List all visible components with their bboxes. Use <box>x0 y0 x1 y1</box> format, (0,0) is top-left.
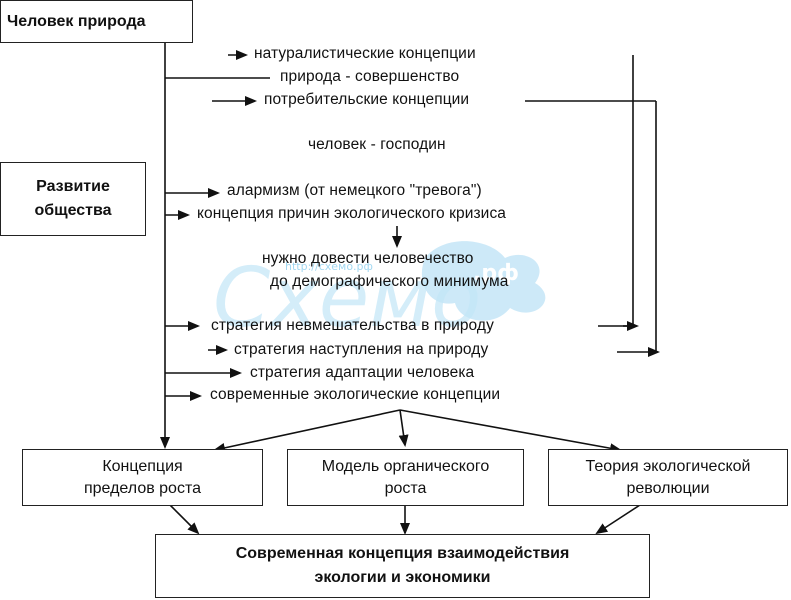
label-crisis-causes: концепция причин экологического кризиса <box>197 205 507 222</box>
box-limits-line1: Концепция <box>102 457 183 475</box>
box-organic-line2: роста <box>384 479 427 497</box>
label-perfection: природа - совершенство <box>280 68 460 85</box>
box-modern-line2: экологии и экономики <box>314 569 491 586</box>
watermark-url: http://схемо.рф <box>285 260 373 273</box>
box-limits-line2: пределов роста <box>83 479 201 497</box>
box-society-line1: Развитие <box>36 178 110 195</box>
label-consumer: потребительские концепции <box>264 91 470 108</box>
box-ecological-revolution: Теория экологической революции <box>548 449 788 506</box>
box-limits-of-growth: Концепция пределов роста <box>22 449 263 506</box>
box-organic-line1: Модель органического <box>321 457 490 475</box>
label-demographic-line2: до демографического минимума <box>270 273 509 290</box>
label-adaptation: стратегия адаптации человека <box>250 364 475 381</box>
label-modern-concepts: современные экологические концепции <box>210 386 501 403</box>
box-society-line2: общества <box>34 202 112 219</box>
label-naturalistic: натуралистические концепции <box>254 45 476 62</box>
label-master: человек - господин <box>308 136 446 153</box>
box-revolution-line2: революции <box>626 479 710 497</box>
box-human-nature: Человек природа <box>0 0 193 43</box>
svg-text:Схемо: Схемо <box>213 251 481 346</box>
watermark-logo: Схемо .рф <box>213 241 546 346</box>
box-modern-interaction-concept: Современная концепция взаимодействия эко… <box>155 534 650 598</box>
label-non-interference: стратегия невмешательства в природу <box>211 317 494 334</box>
label-alarmism: алармизм (от немецкого "тревога") <box>227 182 482 199</box>
label-offensive: стратегия наступления на природу <box>234 341 489 358</box>
svg-text:.рф: .рф <box>473 261 519 286</box>
label-demographic-line1: нужно довести человечество <box>262 250 474 267</box>
box-revolution-line1: Теория экологической <box>585 457 751 475</box>
box-modern-line1: Современная концепция взаимодействия <box>235 545 570 562</box>
box-society-development: Развитие общества <box>0 162 146 236</box>
box-human-nature-text: Человек природа <box>7 12 146 30</box>
box-organic-growth: Модель органического роста <box>287 449 524 506</box>
